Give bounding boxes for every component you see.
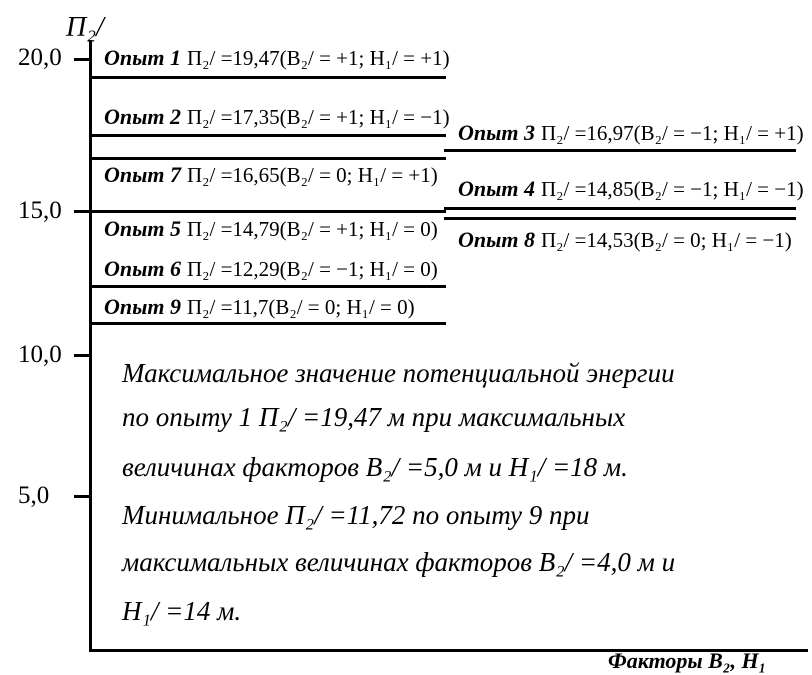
experiment-8-label: Опыт 8 xyxy=(458,227,535,252)
y-tick-label-10: 10,0 xyxy=(18,341,62,368)
level-line-exp3 xyxy=(444,149,796,152)
level-line-exp1 xyxy=(89,76,446,79)
level-line-exp7 xyxy=(89,157,446,160)
y-tick-mark-20 xyxy=(74,58,92,61)
experiment-5-label: Опыт 5 xyxy=(104,216,181,241)
level-line-exp2 xyxy=(89,134,446,137)
note-line-3: величинах факторов B₂/ =5,0 м и H₁/ =18 … xyxy=(122,452,628,482)
experiment-2-formula: Π₂/ =17,35(B₂/ = +1; H₁/ = −1) xyxy=(187,105,450,129)
note-line-1: Максимальное значение потенциальной энер… xyxy=(122,358,675,388)
y-tick-mark-15 xyxy=(74,210,92,213)
note-line-6: H₁/ =14 м. xyxy=(122,596,242,626)
y-tick-label-5: 5,0 xyxy=(18,482,50,509)
y-axis-title: Π₂/ xyxy=(66,12,104,43)
experiment-6-label: Опыт 6 xyxy=(104,256,181,281)
experiment-7-formula: Π₂/ =16,65(B₂/ = 0; H₁/ = +1) xyxy=(187,163,438,187)
level-line-exp9 xyxy=(89,322,446,325)
experiment-4-formula: Π₂/ =14,85(B₂/ = −1; H₁/ = −1) xyxy=(541,177,804,201)
note-line-2: по опыту 1 Π₂/ =19,47 м при максимальных xyxy=(122,402,626,432)
experiment-3-formula: Π₂/ =16,97(B₂/ = −1; H₁/ = +1) xyxy=(541,121,804,145)
x-axis-line xyxy=(89,649,808,652)
experiment-3-label: Опыт 3 xyxy=(458,120,535,145)
note-line-4: Минимальное Π₂/ =11,72 по опыту 9 при xyxy=(122,500,590,530)
y-axis-line xyxy=(89,40,92,652)
experiment-8-formula: Π₂/ =14,53(B₂/ = 0; H₁/ = −1) xyxy=(541,228,792,252)
experiment-9-label: Опыт 9 xyxy=(104,294,181,319)
y-tick-label-20: 20,0 xyxy=(18,44,62,71)
experiment-7-label: Опыт 7 xyxy=(104,162,181,187)
experiment-9-formula: Π₂/ =11,7(B₂/ = 0; H₁/ = 0) xyxy=(187,295,415,319)
level-line-exp5 xyxy=(89,210,446,213)
y-tick-label-15: 15,0 xyxy=(18,197,62,224)
y-tick-mark-10 xyxy=(74,354,92,357)
experiment-2-label: Опыт 2 xyxy=(104,104,181,129)
experiment-6-formula: Π₂/ =12,29(B₂/ = −1; H₁/ = 0) xyxy=(187,257,438,281)
note-line-5: максимальных величинах факторов B₂/ =4,0… xyxy=(122,547,676,577)
x-axis-title: Факторы B₂, H₁ xyxy=(608,648,767,673)
experiment-1-formula: Π₂/ =19,47(B₂/ = +1; H₁/ = +1) xyxy=(187,46,450,70)
level-line-exp6 xyxy=(89,285,446,288)
y-tick-mark-5 xyxy=(74,495,92,498)
experiment-4-label: Опыт 4 xyxy=(458,176,535,201)
level-line-exp4 xyxy=(444,207,796,210)
experiment-1-label: Опыт 1 xyxy=(104,45,181,70)
level-line-exp8 xyxy=(444,217,796,220)
experiment-5-formula: Π₂/ =14,79(B₂/ = +1; H₁/ = 0) xyxy=(187,217,438,241)
